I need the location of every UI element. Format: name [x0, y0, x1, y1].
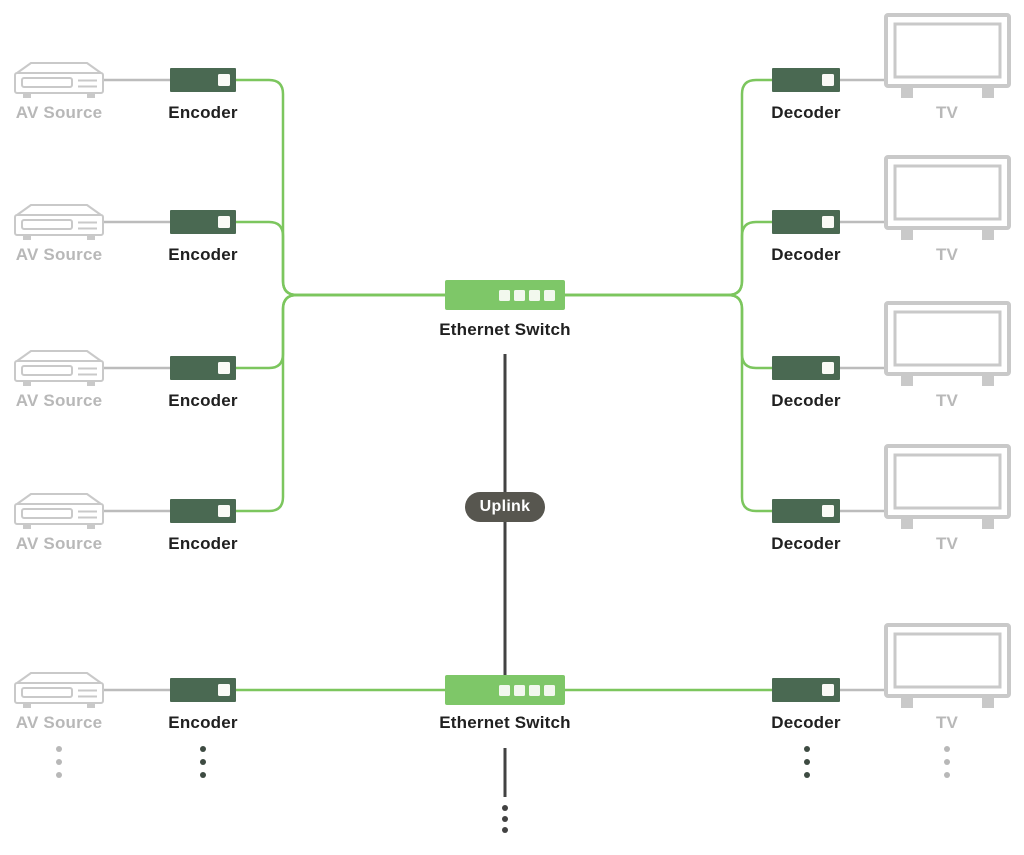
av-source-label: AV Source [15, 391, 103, 410]
encoder-port-led [218, 362, 230, 374]
tv-icon [884, 13, 1011, 98]
tv-label: TV [935, 245, 959, 264]
switch-port-led [514, 289, 525, 301]
tv-icon [884, 444, 1011, 529]
encoder-switch-wire [236, 78, 446, 297]
encoder-label: Encoder [168, 103, 238, 122]
decoder-continuation-dots [804, 746, 810, 778]
encoder-switch-wire [236, 220, 446, 297]
encoder-continuation-dots [200, 746, 206, 778]
switch-port-led [514, 684, 525, 696]
uplink-label: Uplink [479, 498, 531, 515]
decoder-port-led [822, 505, 834, 517]
ethernet-switch-box [445, 675, 565, 705]
switch-port-led [499, 684, 510, 696]
ethernet-switch-box [445, 280, 565, 310]
switch-port-led [529, 684, 540, 696]
av-source-icon [14, 493, 104, 529]
switch-port-led [499, 289, 510, 301]
tv-label: TV [935, 391, 959, 410]
encoder-switch-wire [236, 293, 446, 370]
decoder-box [772, 68, 840, 92]
decoder-box [772, 210, 840, 234]
switch-decoder-wire [564, 220, 773, 297]
switch-port-led [544, 289, 555, 301]
encoder-port-led [218, 216, 230, 228]
tv-icon [884, 623, 1011, 708]
decoder-label: Decoder [771, 245, 841, 264]
switch-port-led [529, 289, 540, 301]
decoder-label: Decoder [771, 391, 841, 410]
tv-icon [884, 155, 1011, 240]
ethernet-switch-label: Ethernet Switch [439, 713, 571, 732]
decoder-port-led [822, 74, 834, 86]
decoder-box [772, 356, 840, 380]
encoder-label: Encoder [168, 534, 238, 553]
av-source-icon [14, 672, 104, 708]
switch-port-led [544, 684, 555, 696]
encoder-switch-wire [236, 293, 446, 513]
av-source-icon [14, 204, 104, 240]
switch-continuation-dots [502, 805, 508, 833]
decoder-box [772, 499, 840, 523]
decoder-port-led [822, 684, 834, 696]
decoder-port-led [822, 362, 834, 374]
decoder-label: Decoder [771, 534, 841, 553]
av-source-label: AV Source [15, 103, 103, 122]
decoder-label: Decoder [771, 713, 841, 732]
encoder-box [170, 678, 236, 702]
decoder-label: Decoder [771, 103, 841, 122]
encoder-box [170, 499, 236, 523]
encoder-box [170, 356, 236, 380]
av-source-label: AV Source [15, 713, 103, 732]
av-source-label: AV Source [15, 534, 103, 553]
av-source-icon [14, 62, 104, 98]
encoder-label: Encoder [168, 713, 238, 732]
encoder-label: Encoder [168, 245, 238, 264]
encoder-port-led [218, 684, 230, 696]
encoder-port-led [218, 74, 230, 86]
tv-label: TV [935, 103, 959, 122]
decoder-port-led [822, 216, 834, 228]
switch-decoder-wire [564, 293, 773, 513]
decoder-box [772, 678, 840, 702]
av-source-continuation-dots [56, 746, 62, 778]
encoder-box [170, 210, 236, 234]
encoder-port-led [218, 505, 230, 517]
tv-label: TV [935, 534, 959, 553]
ethernet-switch-label: Ethernet Switch [439, 320, 571, 339]
encoder-label: Encoder [168, 391, 238, 410]
tv-icon [884, 301, 1011, 386]
encoder-box [170, 68, 236, 92]
tv-label: TV [935, 713, 959, 732]
uplink-badge: Uplink [465, 492, 545, 522]
av-source-icon [14, 350, 104, 386]
av-source-label: AV Source [15, 245, 103, 264]
tv-continuation-dots [944, 746, 950, 778]
